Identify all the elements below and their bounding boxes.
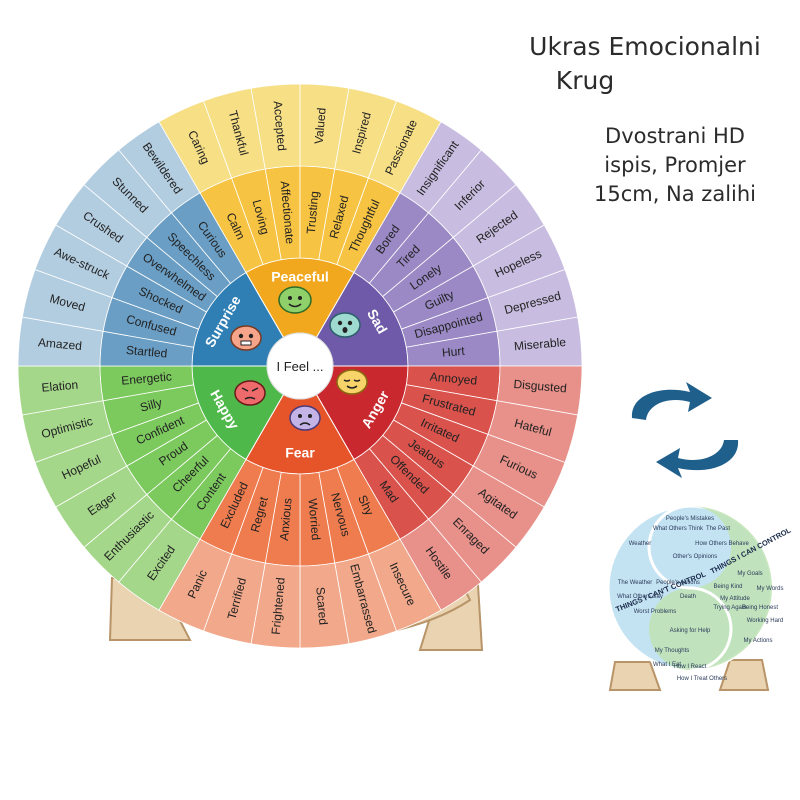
back-side-wheel: THINGS I CAN CONTROL THINGS I CAN'T CONT… xyxy=(606,504,793,691)
mini-item: My Goals xyxy=(737,571,762,577)
mini-item: Trying Again xyxy=(713,605,746,611)
outer-word: Scared xyxy=(313,586,330,625)
outer-word: Accepted xyxy=(271,100,289,151)
middle-word: Anxious xyxy=(277,497,295,541)
middle-word: Silly xyxy=(139,395,164,414)
mascot-fear-icon xyxy=(230,325,262,351)
mini-disc-can-control-area xyxy=(649,506,772,670)
mini-item: Working Hard xyxy=(747,618,784,624)
outer-segment xyxy=(158,538,233,632)
mascot-happy-icon xyxy=(278,286,312,314)
outer-word: Miserable xyxy=(513,335,566,354)
middle-word: Trusting xyxy=(304,191,322,235)
mini-item: My Thoughts xyxy=(655,648,690,654)
outer-word: Frightened xyxy=(269,577,288,635)
mini-item: People's Mistakes xyxy=(666,516,714,522)
mascot-peaceful-icon xyxy=(336,369,368,395)
mini-item: How Others Behave xyxy=(695,541,749,547)
mini-item: My Attitude xyxy=(720,596,750,602)
mini-item: Asking for Help xyxy=(670,628,711,634)
outer-word: Disgusted xyxy=(513,377,567,396)
mascot-sad-icon xyxy=(289,405,321,431)
middle-word: Annoyed xyxy=(429,370,477,388)
mascot-surprise-icon xyxy=(329,312,361,338)
mini-stand-right xyxy=(718,659,770,691)
middle-word: Affectionate xyxy=(278,180,297,244)
rotate-arrow-bottom xyxy=(656,440,739,478)
mini-item: What Others Think xyxy=(653,526,704,532)
category-label-fear: Fear xyxy=(285,445,315,461)
rotate-arrows-icon xyxy=(631,382,739,478)
mini-item: My Words xyxy=(757,586,784,592)
mini-item: Other's Opinions xyxy=(673,554,718,560)
category-label-peaceful: Peaceful xyxy=(271,269,329,285)
middle-word: Hurt xyxy=(441,344,465,360)
mini-stand-left xyxy=(608,661,662,691)
middle-word: Worried xyxy=(305,498,323,541)
outer-word: Amazed xyxy=(37,335,82,353)
subtitle-line-1: Dvostrani HD xyxy=(605,124,745,148)
mini-item: What Others Say xyxy=(617,594,663,600)
emotion-wheel xyxy=(17,83,583,649)
center-disc xyxy=(266,332,334,400)
mini-item: The Past xyxy=(706,526,730,532)
center-label: I Feel ... xyxy=(277,359,324,374)
mini-item: The Weather xyxy=(618,580,653,586)
mini-item: Death xyxy=(680,594,696,600)
middle-word: Startled xyxy=(125,343,167,361)
title-line-1: Ukras Emocionalni xyxy=(529,32,761,61)
mini-item: People's Actions xyxy=(656,580,700,586)
wheel-center: I Feel ... xyxy=(266,332,334,400)
title-line-2: Krug xyxy=(555,66,615,95)
mini-item: How I React xyxy=(674,664,707,670)
mini-item: What I Eat xyxy=(653,662,681,668)
mini-item: Being Honest xyxy=(742,605,778,611)
product-subtitle: Dvostrani HD ispis, Promjer 15cm, Na zal… xyxy=(560,122,790,209)
mascot-anger-icon xyxy=(234,380,266,406)
product-title: Ukras Emocionalni Krug xyxy=(500,30,790,98)
subtitle-line-2: ispis, Promjer xyxy=(604,153,746,177)
middle-word: Energetic xyxy=(121,369,173,387)
mini-item: How I Treat Others xyxy=(677,676,727,682)
subtitle-line-3: 15cm, Na zalihi xyxy=(593,182,757,206)
outer-word: Valued xyxy=(312,107,329,145)
mini-item: Weather xyxy=(629,541,652,547)
outer-word: Elation xyxy=(41,378,79,395)
mini-item: Worst Problems xyxy=(634,609,677,615)
mini-item: My Actions xyxy=(743,638,772,644)
rotate-arrow-top xyxy=(631,382,712,420)
mini-item: Being Kind xyxy=(713,584,742,590)
mini-disc-divider xyxy=(647,504,733,672)
